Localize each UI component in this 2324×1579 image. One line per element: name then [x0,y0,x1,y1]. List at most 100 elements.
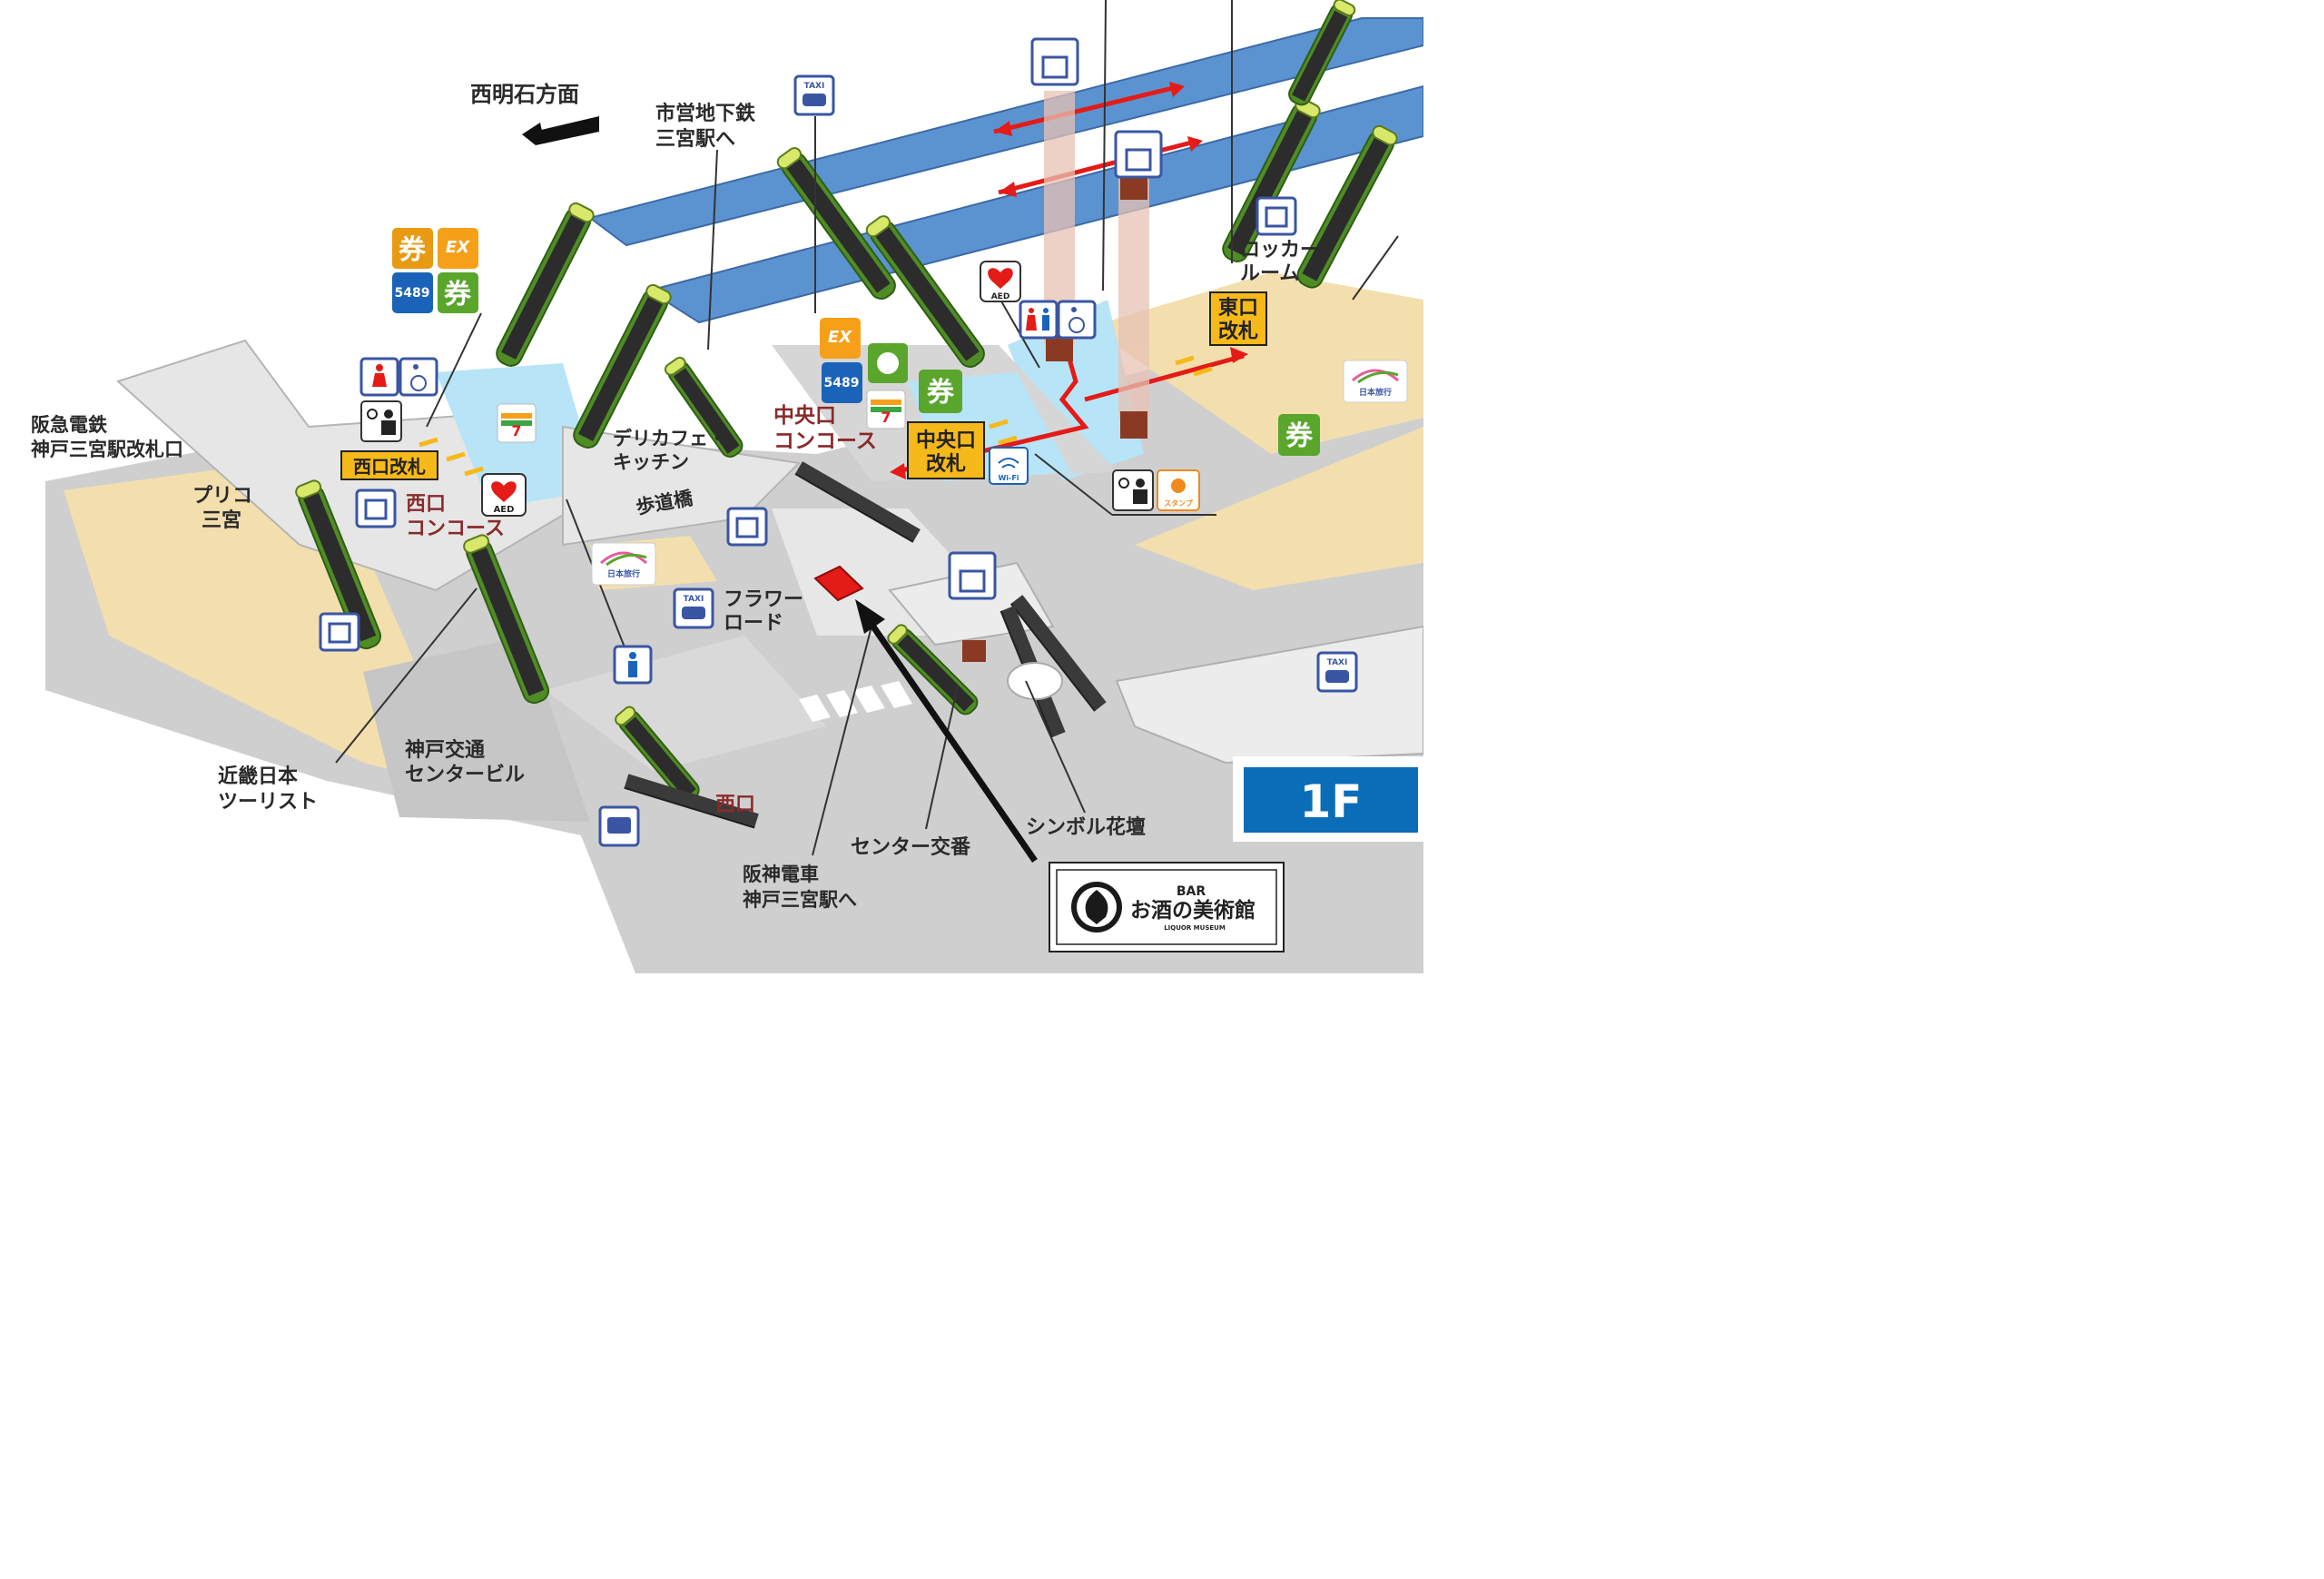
ticket-icon: 券 [392,228,433,269]
passage-arrows [890,82,1248,479]
ticket-machine-icon [868,343,908,383]
5489-icon: 5489 [392,272,433,313]
svg-text:中央口: 中央口 [916,429,976,452]
restroom-icon-central [1019,300,1059,340]
west-concourse-label-line1: 西口 [406,493,446,516]
locker-icon-east [1256,196,1297,236]
deli-label-line2: キッチン [613,451,689,473]
svg-text:EX: EX [446,238,470,257]
locker-room-label-line2: ルーム [1240,262,1299,285]
east-gate-label: 東口 改札 [1209,291,1267,346]
west-concourse-label-line2: コンコース [406,518,505,540]
svg-text:日本旅行: 日本旅行 [1359,387,1392,398]
svg-text:LIQUOR MUSEUM: LIQUOR MUSEUM [1164,924,1226,932]
deli-label-line1: デリカフェ・ [613,428,727,449]
elevator-icon-upper [1030,37,1079,86]
west-gate-label: 西口改札 [340,450,438,480]
svg-text:7: 7 [511,422,521,439]
ticket-icon-east: 券 [1278,414,1320,456]
elevator-icon-lower [948,551,997,600]
station-floor-map: 券 EX 5489 券 EX 5489 券 券 7 [31,0,1423,973]
locker-icon-south [319,612,360,652]
svg-text:券: 券 [444,279,472,311]
police-box-label: センター交番 [851,835,971,859]
restroom-icon [359,357,399,397]
taxi-icon-flower: TAXI [673,587,714,629]
svg-text:AED: AED [991,292,1010,301]
ticket-icon-green: 券 [438,272,478,313]
stamp-icon: スタンプ [1157,469,1200,511]
gate-stripes [419,355,1213,477]
destination-marker [813,565,864,602]
information-counter-icon-central [1112,469,1154,511]
svg-text:券: 券 [399,234,427,266]
locker-icon-west [355,489,397,528]
convenience-store-icon-central: 7 [866,390,906,429]
purico-label-line2: 三宮 [202,508,241,532]
svg-text:日本旅行: 日本旅行 [607,568,640,579]
travel-agency-icon-east: 日本旅行 [1343,360,1408,403]
ex-icon: EX [438,228,478,269]
svg-text:TAXI: TAXI [1327,658,1348,667]
convenience-store-icon: 7 [497,403,537,443]
liquor-museum-logo: BAR お酒の美術館 LIQUOR MUSEUM [1049,862,1285,952]
svg-text:TAXI: TAXI [684,595,704,604]
kinki-label-line2: ツーリスト [218,791,318,814]
elevator-icon-middle [1114,130,1163,179]
svg-text:改札: 改札 [1218,320,1258,343]
svg-text:EX: EX [828,328,852,347]
central-concourse-label-line1: 中央口 [773,404,836,428]
west-exit-label: 西口 [715,794,755,816]
bus-icon [598,805,640,847]
symbol-flower-bed [1007,662,1063,700]
ex-icon-central: EX [820,318,861,359]
direction-arrow-icon [522,116,599,145]
svg-text:改札: 改札 [926,452,966,476]
svg-text:券: 券 [1285,420,1314,452]
hanshin-label-line1: 阪神電車 [743,864,819,885]
floor-badge: 1F [1233,756,1423,842]
svg-text:東口: 東口 [1218,297,1258,320]
svg-text:TAXI: TAXI [804,82,825,91]
kinki-label-line1: 近畿日本 [218,765,298,788]
svg-text:5489: 5489 [824,376,860,390]
platform-lower [646,84,1423,324]
symbol-flower-label: シンボル花壇 [1026,815,1146,839]
svg-text:1F: 1F [1300,775,1363,828]
flower-road-label-line2: ロード [724,612,783,635]
svg-text:5489: 5489 [395,286,430,301]
purico-label-line1: プリコ [192,485,252,508]
accessible-icon [399,357,438,397]
leader-lines [335,0,1399,856]
central-gate-label: 中央口 改札 [907,421,985,479]
locker-room-label-line1: ロッカー [1240,239,1320,262]
svg-text:スタンプ: スタンプ [1164,498,1194,508]
svg-text:BAR: BAR [1177,884,1206,899]
hanshin-label-line2: 神戸三宮駅へ [743,889,857,911]
restroom-icon-south [613,645,653,685]
taxi-icon-east: TAXI [1316,651,1358,693]
travel-agency-icon-west: 日本旅行 [591,542,656,586]
pointer-arrow [855,599,1038,863]
hankyu-label-line2: 神戸三宮駅改札口 [31,439,183,460]
ticket-icon-central: 券 [919,370,962,413]
kotsu-center-label-line2: センタービル [405,764,525,786]
direction-label: 西明石方面 [470,82,579,107]
locker-icon-flower [726,507,768,547]
subway-label-line2: 三宮駅へ [655,127,735,151]
svg-text:券: 券 [927,377,955,409]
5489-icon-central: 5489 [822,362,862,403]
svg-text:7: 7 [881,409,891,426]
aed-icon: AED [481,473,527,517]
svg-text:Wi-Fi: Wi-Fi [998,474,1019,482]
accessible-icon-central [1057,300,1097,340]
svg-text:AED: AED [494,505,515,515]
flower-road-label-line1: フラワー [724,588,803,611]
central-concourse-label-line2: コンコース [773,429,877,453]
hankyu-label-line1: 阪急電鉄 [31,414,107,436]
wifi-icon: Wi-Fi [989,447,1029,485]
subway-label-line1: 市営地下鉄 [655,102,755,125]
svg-text:お酒の美術館: お酒の美術館 [1130,898,1256,923]
svg-text:西口改札: 西口改札 [353,456,426,478]
information-counter-icon [360,400,402,442]
